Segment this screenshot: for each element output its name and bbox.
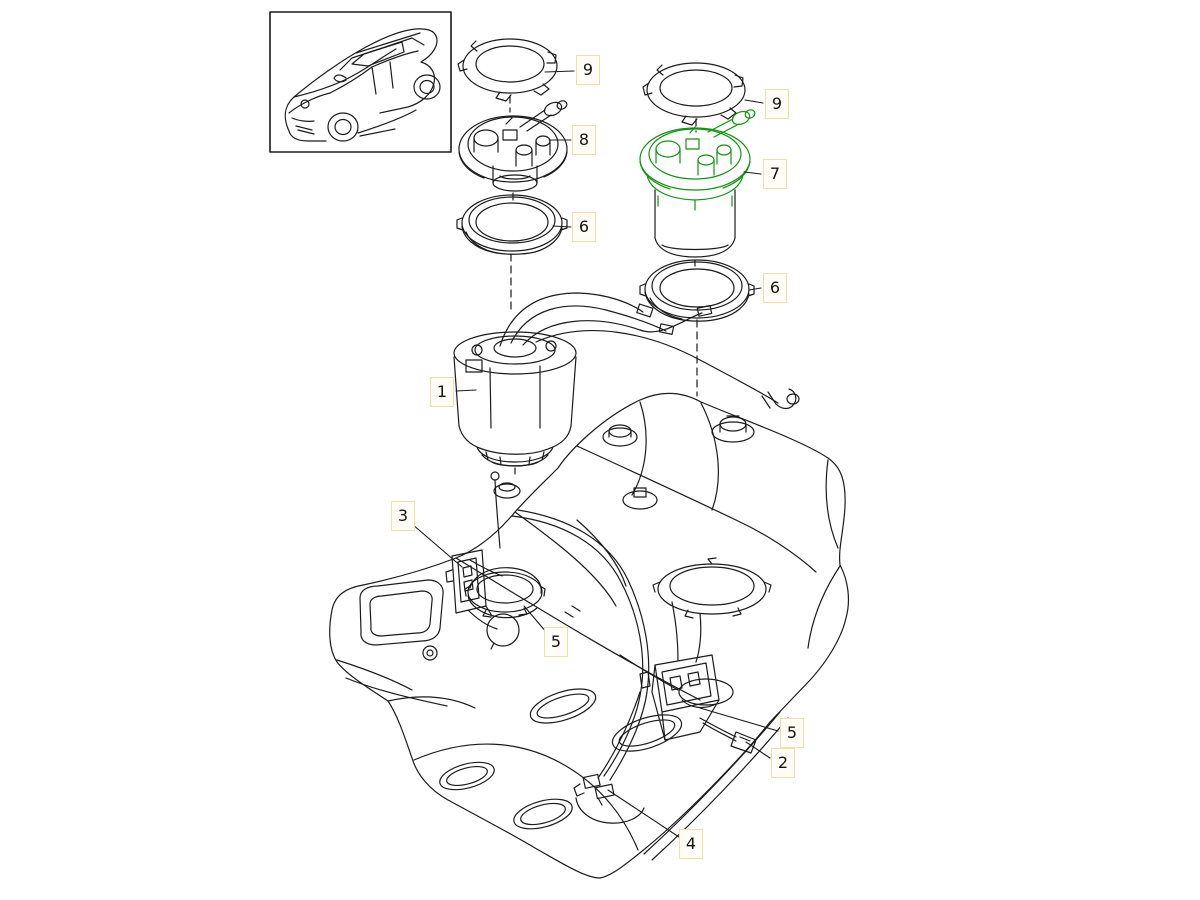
part-sender-module-right[interactable] (639, 601, 737, 742)
callout-label: 6 (578, 217, 590, 236)
part-seal-ring-6-left[interactable] (456, 194, 568, 255)
callout-label: 4 (685, 834, 697, 853)
part-flange-8[interactable] (458, 99, 568, 192)
callout-8[interactable]: 8 (572, 125, 596, 155)
callout-4[interactable]: 4 (679, 829, 703, 859)
part-seal-ring-6-right[interactable] (639, 259, 755, 322)
callout-6-left[interactable]: 6 (572, 212, 596, 242)
fuel-tank (329, 392, 850, 879)
callout-label: 8 (578, 130, 590, 149)
leader-lines (411, 70, 779, 838)
part-filter-unit-7-highlighted[interactable] (639, 108, 756, 211)
part-hose-bundle (511, 509, 650, 781)
callout-6-right[interactable]: 6 (763, 273, 787, 303)
callout-5-left[interactable]: 5 (544, 627, 568, 657)
callout-5-right[interactable]: 5 (780, 718, 804, 748)
callout-3[interactable]: 3 (391, 501, 415, 531)
vehicle-thumbnail (269, 11, 452, 153)
callout-label: 9 (771, 94, 783, 113)
callout-label: 5 (550, 632, 562, 651)
part-sender-ring-5-left[interactable] (464, 571, 546, 650)
callout-label: 5 (786, 723, 798, 742)
callout-label: 9 (582, 60, 594, 79)
callout-9-left[interactable]: 9 (576, 55, 600, 85)
part-bracket-3[interactable] (445, 549, 498, 630)
part-lock-ring-9-right[interactable] (642, 62, 746, 126)
part-pump-unit-1[interactable] (453, 292, 800, 549)
callout-label: 1 (436, 382, 448, 401)
part-vent-connector-4[interactable] (573, 773, 615, 806)
callout-7[interactable]: 7 (763, 159, 787, 189)
part-float-connector-2[interactable] (730, 731, 757, 754)
callout-label: 2 (777, 753, 789, 772)
callout-label: 6 (769, 278, 781, 297)
part-lock-ring-9-left[interactable] (457, 38, 558, 102)
part-filter-unit-7-body[interactable] (654, 189, 736, 258)
callout-label: 3 (397, 506, 409, 525)
callout-1[interactable]: 1 (430, 377, 454, 407)
callout-2[interactable]: 2 (771, 748, 795, 778)
callout-label: 7 (769, 164, 781, 183)
callout-9-right[interactable]: 9 (765, 89, 789, 119)
